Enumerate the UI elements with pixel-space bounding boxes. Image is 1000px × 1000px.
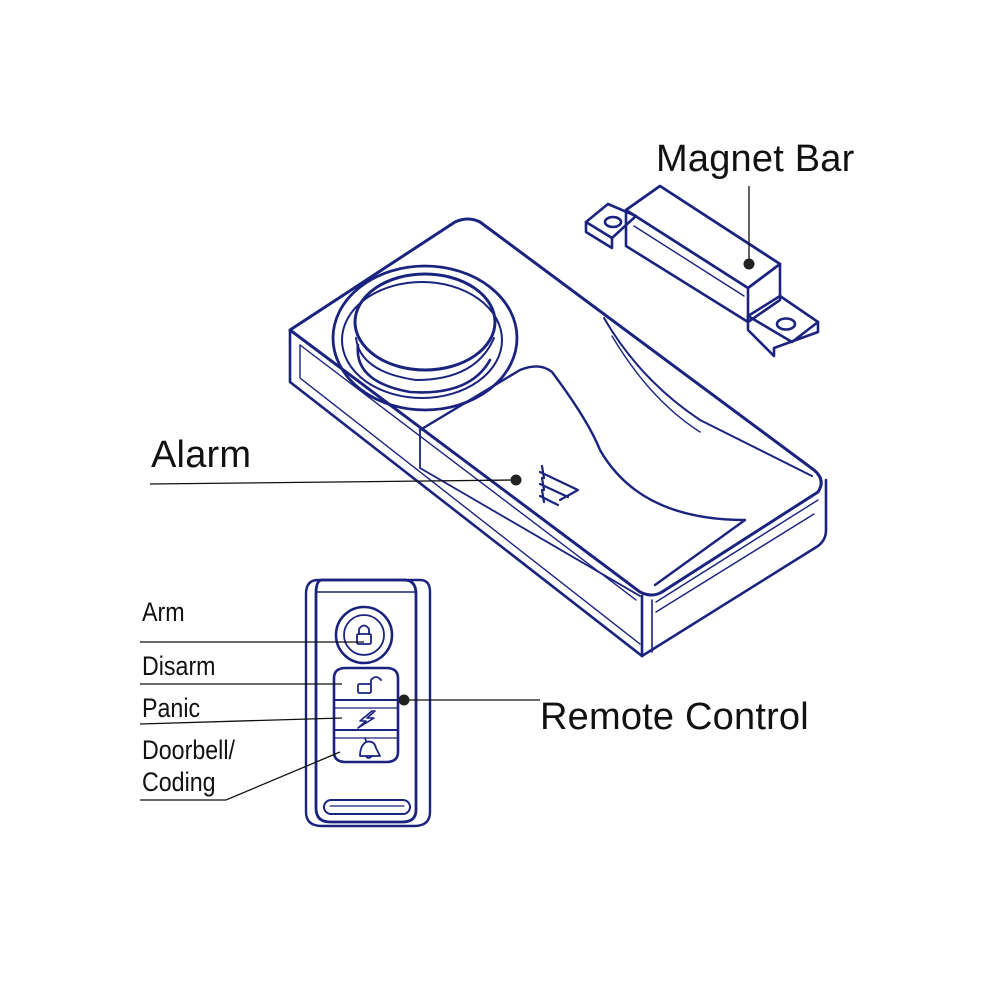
label-coding: Coding (142, 767, 216, 797)
leader-doorbell (140, 751, 341, 801)
dot-alarm (510, 474, 522, 486)
alarm-unit (288, 217, 828, 658)
label-remote-control: Remote Control (540, 696, 809, 738)
lock-icon (356, 624, 372, 645)
dot-remote-control (398, 694, 410, 706)
panic-button[interactable] (357, 710, 376, 729)
label-doorbell: Doorbell/ (142, 735, 235, 765)
alarm-top-face (288, 217, 823, 597)
unlock-icon (357, 676, 382, 694)
label-alarm: Alarm (151, 434, 252, 476)
leader-dots (398, 258, 755, 706)
magnet-bar (584, 184, 820, 358)
remote-control (304, 578, 432, 828)
slide-arrows-icon (538, 464, 580, 507)
speaker-dome-icon (331, 264, 519, 412)
disarm-button[interactable] (357, 676, 382, 694)
leader-lines (139, 186, 750, 801)
lightning-icon (357, 710, 376, 729)
label-arm: Arm (142, 597, 185, 627)
label-disarm: Disarm (142, 651, 216, 681)
label-magnet-bar: Magnet Bar (656, 138, 855, 180)
label-panic: Panic (142, 693, 201, 723)
arm-button[interactable] (334, 605, 394, 665)
leader-panic (139, 717, 343, 725)
alarm-side-left (288, 328, 644, 658)
leader-alarm (149, 479, 517, 485)
alarm-side-right (640, 478, 828, 658)
doorbell-button[interactable] (359, 737, 381, 759)
dot-magnet-bar (743, 258, 755, 270)
alarm-cover (418, 365, 747, 587)
bell-icon (359, 737, 381, 759)
